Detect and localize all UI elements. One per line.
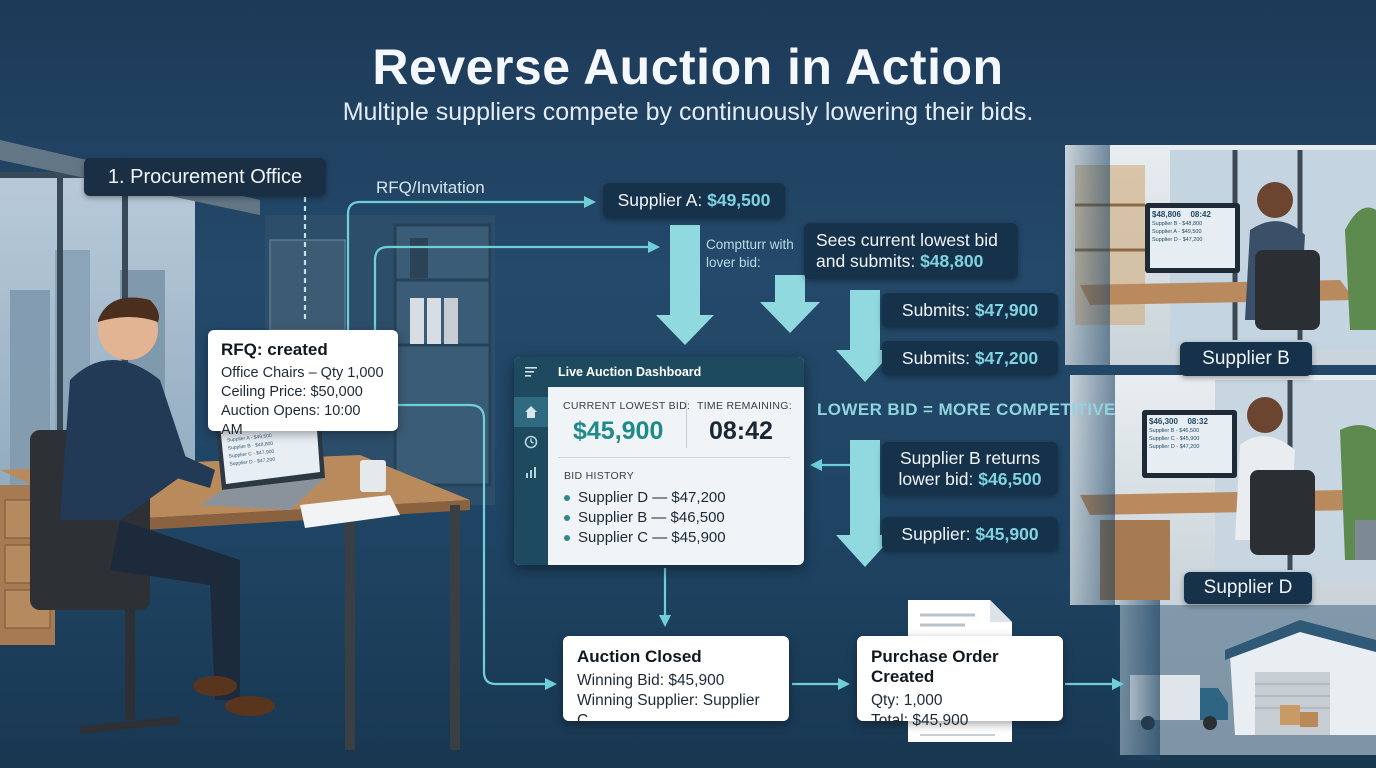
supplier-d-office [1070,375,1376,605]
rfq-card-line: Office Chairs – Qty 1,000 [221,365,384,381]
procurement-office-text: 1. Procurement Office [107,166,303,188]
monitor-b-value: $48,806 [1152,210,1181,219]
bullet-icon [564,535,570,542]
supplier-a-bid: Supplier A: $49,500 [603,183,785,218]
sees-lowest-line1: Sees current lowest bid [816,230,998,250]
auction-closed-line: Winning Bid: $45,900 [577,672,725,689]
time-remaining-label: TIME REMAINING: [697,400,792,412]
flow-arrowheads [545,196,1124,690]
bid-history-text: Supplier D — $47,200 [578,489,726,506]
bid-history-label: BID HISTORY [564,470,635,482]
submits-bid-2: Submits: $47,200 [882,341,1058,375]
monitor-b-line: Supplier D - $47,200 [1152,237,1203,243]
bid-history-item: Supplier C — $45,900 [564,528,726,548]
monitor-d-line: Supplier D - $47,200 [1149,444,1200,450]
purchase-order-card: Purchase Order Created Qty: 1,000 Total:… [857,636,1063,729]
dashboard-sidebar [514,387,548,565]
dashboard-title: Live Auction Dashboard [558,365,702,379]
monitor-d-line: Supplier C - $45,900 [1149,436,1200,442]
submits-2-prefix: Submits: [901,348,975,368]
rfq-card-line: Ceiling Price: $50,000 [221,384,363,400]
dashboard-hr [558,457,790,458]
supplier-b-returns-box: Supplier B returns lower bid: $46,500 [882,442,1058,495]
monitor-d-line: Supplier B - $46,500 [1149,428,1200,434]
supplier-a-amount: $49,500 [707,190,771,210]
purchase-order-title: Purchase Order Created [871,647,999,686]
bullet-icon [564,495,570,502]
supplier-final-amount: $45,900 [975,524,1039,544]
procurement-office-label: 1. Procurement Office [84,158,326,196]
time-remaining-value: 08:42 [709,417,773,445]
monitor-b-screen: $48,806 08:42 Supplier B - $48,800 Suppl… [1152,211,1234,244]
sees-lowest-prefix: and submits: [816,251,921,271]
current-lowest-label: CURRENT LOWEST BID: [563,400,691,412]
clock-icon[interactable] [514,427,548,457]
current-lowest-value: $45,900 [573,417,664,445]
supplier-b-returns-amount: $46,500 [978,469,1042,489]
rfq-card: RFQ: created Office Chairs – Qty 1,000 C… [208,330,398,438]
rfq-card-title: RFQ: created [221,340,328,359]
flow-connectors [303,197,1112,686]
bid-history-item: Supplier D — $47,200 [564,488,726,508]
competitive-label: LOWER BID = MORE COMPETITIVE [817,400,1116,419]
submits-1-amount: $47,900 [974,300,1039,320]
bid-history-text: Supplier C — $45,900 [578,529,726,546]
page-title: Reverse Auction in Action [372,39,1004,95]
supplier-a-prefix: Supplier A: [617,190,708,210]
page-subtitle: Multiple suppliers compete by continuous… [342,98,1034,126]
auction-closed-card: Auction Closed Winning Bid: $45,900 Winn… [563,636,789,729]
monitor-b-line: Supplier B - $48,800 [1152,221,1203,227]
supplier-final-prefix: Supplier: [901,524,976,544]
submits-1-prefix: Submits: [901,300,975,320]
monitor-d-time: 08:32 [1187,417,1208,426]
bid-history-item: Supplier B — $46,500 [564,508,725,528]
sees-lowest-bid-box: Sees current lowest bid and submits: $48… [804,223,1018,279]
bid-history-text: Supplier B — $46,500 [578,509,725,526]
menu-icon[interactable] [524,365,538,379]
submits-bid-1: Submits: $47,900 [882,293,1058,327]
dashboard-divider [686,400,687,448]
supplier-b-returns-prefix: lower bid: [898,469,979,489]
auction-closed-line: Winning Supplier: Supplier C [577,692,760,729]
monitor-d-screen: $46,300 08:32 Supplier B - $46,500 Suppl… [1149,418,1231,451]
monitor-d-value: $46,300 [1149,417,1178,426]
monitor-b-time: 08:42 [1190,210,1211,219]
submits-2-amount: $47,200 [974,348,1039,368]
auction-closed-title: Auction Closed [577,647,702,666]
live-auction-dashboard: Live Auction Dashboard CURRENT LOWEST BI… [514,357,804,565]
supplier-b-label: Supplier B [1180,342,1312,376]
supplier-d-label: Supplier D [1184,572,1312,604]
home-icon[interactable] [514,397,548,427]
dashboard-header: Live Auction Dashboard [514,357,804,387]
supplier-b-office [1065,145,1376,365]
rfq-invitation-label: RFQ/Invitation [376,178,485,197]
rfq-card-line: Auction Opens: 10:00 AM [221,403,361,438]
chart-icon[interactable] [514,457,548,487]
big-down-arrows [656,225,894,567]
purchase-order-line: Qty: 1,000 [871,692,943,709]
bullet-icon [564,515,570,522]
purchase-order-line: Total: $45,900 [871,712,969,729]
monitor-b-line: Supplier A - $49,500 [1152,229,1202,235]
compete-note: Comptturr with lover bid: [706,237,794,270]
supplier-b-returns-line1: Supplier B returns [899,448,1041,468]
supplier-final-bid: Supplier: $45,900 [882,517,1058,551]
sees-lowest-amount: $48,800 [920,251,984,271]
procurement-person [30,297,275,734]
warehouse-truck [1120,605,1376,755]
